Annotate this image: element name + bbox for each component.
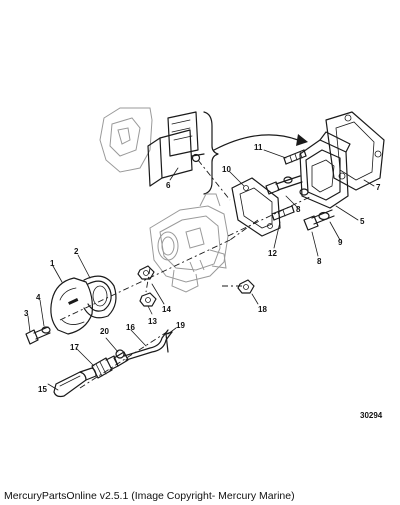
screw-8-lower [303, 209, 335, 231]
screw-8-upper [265, 175, 303, 195]
knob-15 [53, 367, 97, 398]
reed-block-5 [299, 131, 351, 209]
callout-17: 17 [70, 343, 79, 352]
callout-3: 3 [24, 309, 29, 318]
figure-code: 30294 [360, 411, 383, 420]
washer-upper [283, 176, 309, 196]
callout-13: 13 [148, 317, 157, 326]
screw-3 [25, 326, 51, 345]
exploded-view-svg: 1 2 3 4 5 6 7 8 8 9 10 11 12 13 14 15 16… [24, 107, 385, 420]
fuel-line-16 [123, 329, 173, 361]
callout-10: 10 [222, 165, 231, 174]
gasket-7 [325, 111, 385, 191]
callout-2: 2 [74, 247, 79, 256]
washer-4 [41, 326, 51, 334]
nut-14 [137, 265, 155, 280]
ring-2 [83, 275, 117, 319]
callout-11: 11 [254, 143, 263, 152]
callout-5: 5 [360, 217, 365, 226]
callout-labels: 1 2 3 4 5 6 7 8 8 9 10 11 12 13 14 15 16… [24, 143, 381, 394]
callout-4: 4 [36, 293, 41, 302]
callout-6: 6 [166, 181, 171, 190]
callout-1: 1 [50, 259, 55, 268]
callout-8-lower: 8 [317, 257, 322, 266]
elbow-20 [113, 349, 129, 367]
callout-15: 15 [38, 385, 47, 394]
carburetor-body [149, 193, 229, 293]
callout-9: 9 [338, 238, 343, 247]
parts-diagram: 1 2 3 4 5 6 7 8 8 9 10 11 12 13 14 15 16… [24, 107, 385, 420]
callout-16: 16 [126, 323, 135, 332]
clip-19 [165, 331, 173, 353]
callout-12: 12 [268, 249, 277, 258]
copyright-caption: MercuryPartsOnline v2.5.1 (Image Copyrig… [4, 490, 295, 502]
assembly-centerlines [59, 159, 313, 389]
callout-18: 18 [258, 305, 267, 314]
callout-19: 19 [176, 321, 185, 330]
washer-9 [318, 211, 330, 221]
callout-7: 7 [376, 183, 381, 192]
transfer-arrowhead [296, 134, 308, 146]
stud-11 [283, 149, 307, 165]
inset-reed-detail [99, 107, 205, 187]
nut-18 [237, 279, 255, 294]
transfer-arrow [213, 134, 299, 151]
fitting-17 [91, 355, 119, 379]
callout-8-upper: 8 [296, 205, 301, 214]
inset-bracket [203, 111, 219, 195]
knob-cover-1 [50, 277, 93, 335]
leader-lines [27, 149, 375, 391]
callout-14: 14 [162, 305, 171, 314]
callout-20: 20 [100, 327, 109, 336]
gasket-10 [231, 177, 281, 237]
nut-13 [139, 292, 157, 307]
